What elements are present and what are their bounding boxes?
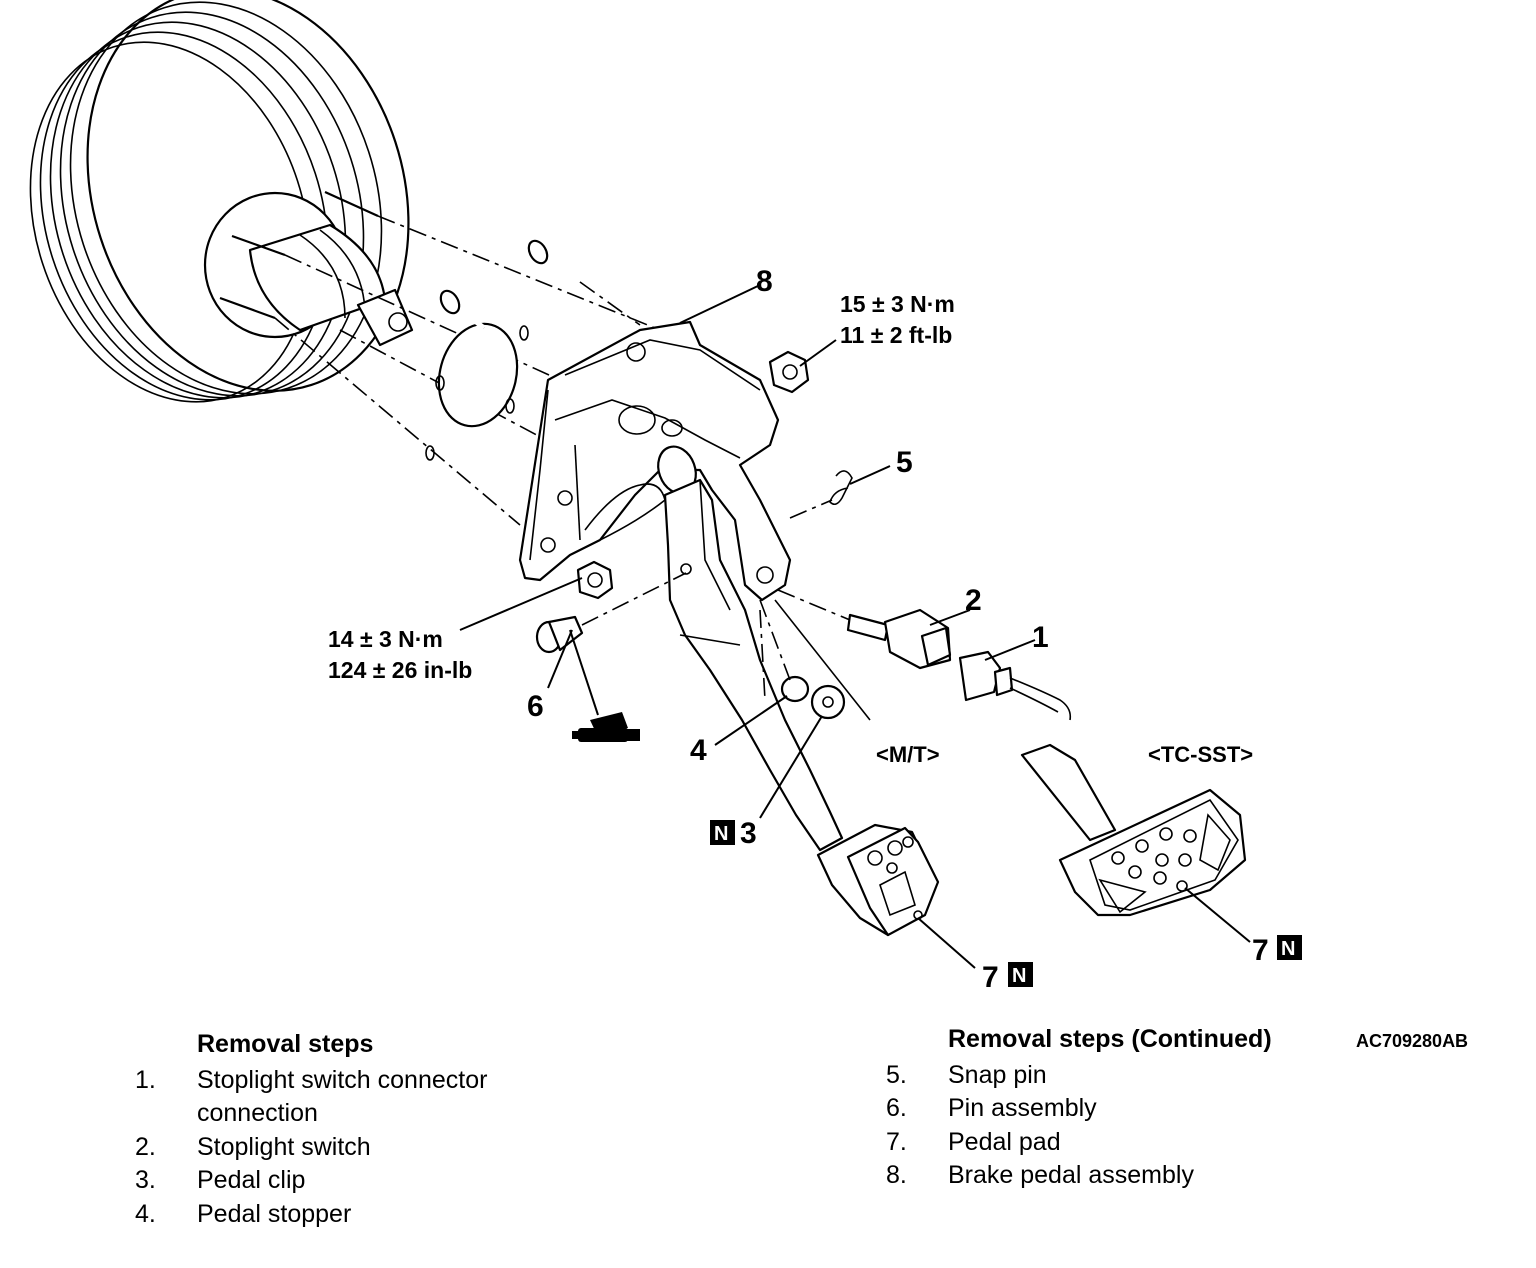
grease-gun-icon bbox=[572, 712, 640, 742]
brake-pedal-assembly bbox=[518, 320, 844, 852]
stoplight-switch bbox=[846, 608, 952, 670]
svg-text:N: N bbox=[1012, 965, 1026, 987]
callout-1: 1 bbox=[1032, 621, 1049, 654]
bolt-middle bbox=[439, 289, 486, 330]
callout-8: 8 bbox=[756, 265, 773, 298]
variant-label-tcsst: <TC-SST> bbox=[1148, 742, 1253, 767]
torque-upper-imperial: 11 ± 2 ft-lb bbox=[840, 322, 952, 348]
pedal-pad-tcsst bbox=[1020, 743, 1247, 917]
list-item: 1. Stoplight switch connector connection bbox=[135, 1065, 488, 1128]
gasket bbox=[437, 322, 519, 428]
new-part-icon: N bbox=[710, 820, 735, 845]
callout-7-tcsst: 7 bbox=[1252, 934, 1269, 967]
list-item: 4. Pedal stopper bbox=[135, 1199, 352, 1228]
callout-6: 6 bbox=[527, 690, 544, 723]
nut-upper bbox=[768, 350, 810, 394]
list-item: 2. Stoplight switch bbox=[135, 1132, 371, 1161]
callout-7-mt: 7 bbox=[982, 961, 999, 994]
svg-text:N: N bbox=[714, 823, 728, 845]
stoplight-connector bbox=[958, 650, 1072, 721]
nut-lower bbox=[576, 560, 614, 600]
pedal-clip bbox=[810, 684, 846, 720]
new-part-icon: N bbox=[1277, 935, 1302, 960]
list-item: 3. Pedal clip bbox=[135, 1166, 306, 1194]
figure-code: AC709280AB bbox=[1356, 1031, 1469, 1051]
callout-5: 5 bbox=[896, 446, 913, 479]
removal-steps-list: Removal steps 1. Stoplight switch connec… bbox=[135, 1028, 537, 1231]
removal-steps-continued-title: Removal steps (Continued) bbox=[948, 1025, 1272, 1053]
snap-pin bbox=[829, 470, 853, 506]
bolt-upper bbox=[527, 239, 582, 285]
new-part-icon: N bbox=[1008, 962, 1033, 987]
torque-lower-imperial: 124 ± 26 in-lb bbox=[328, 657, 472, 683]
variant-label-mt: <M/T> bbox=[876, 742, 940, 767]
list-item: 6. Pin assembly bbox=[886, 1094, 1097, 1122]
pedal-stopper bbox=[780, 675, 810, 703]
brake-booster bbox=[29, 0, 414, 403]
removal-steps-title: Removal steps bbox=[197, 1030, 374, 1058]
torque-upper-metric: 15 ± 3 N·m bbox=[840, 291, 955, 317]
callout-2: 2 bbox=[965, 584, 982, 617]
list-item: 8. Brake pedal assembly bbox=[886, 1161, 1194, 1189]
torque-lower-metric: 14 ± 3 N·m bbox=[328, 626, 443, 652]
list-item: 5. Snap pin bbox=[886, 1060, 1047, 1089]
removal-steps-continued-list: Removal steps (Continued) 5. Snap pin 6.… bbox=[886, 1023, 1272, 1193]
svg-text:N: N bbox=[1281, 938, 1295, 960]
list-item: 7. Pedal pad bbox=[886, 1127, 1061, 1156]
callout-3: 3 bbox=[740, 817, 757, 850]
pin-assembly bbox=[535, 615, 584, 654]
pedal-pad-mt bbox=[816, 823, 940, 937]
callout-4: 4 bbox=[690, 734, 707, 767]
